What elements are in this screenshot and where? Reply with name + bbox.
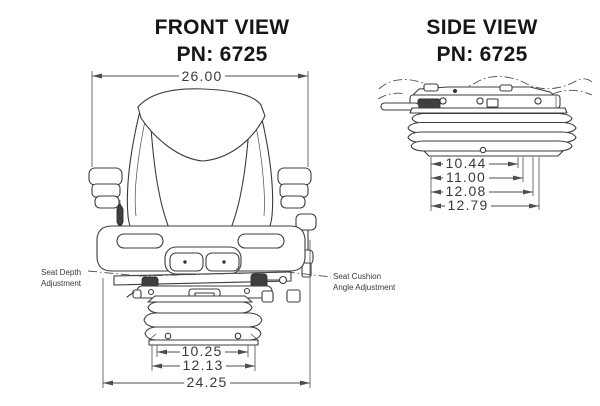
front-view-title: FRONT VIEW (155, 16, 290, 39)
side-view: SIDE VIEW PN: 6725 (377, 16, 594, 213)
base-slot-right (237, 233, 285, 249)
front-dim-mount-inner: 10.25 (156, 343, 249, 359)
adjustment-axis-leader (87, 270, 332, 278)
mount-hole-right (234, 332, 242, 340)
svg-text:Adjustment: Adjustment (41, 279, 82, 288)
side-dim-3-value: 12.08 (445, 183, 486, 199)
side-dim-1: 10.44 (430, 155, 519, 211)
base-plate-side (423, 146, 564, 157)
seat-rail-assembly (380, 83, 568, 114)
front-overall-width-value: 26.00 (181, 68, 222, 84)
armrest-right (277, 167, 312, 209)
front-view-part-number: PN: 6725 (176, 43, 267, 66)
side-dim-2-value: 11.00 (446, 169, 486, 185)
svg-text:Seat Cushion: Seat Cushion (333, 272, 381, 281)
cushion-angle-adjustment-label: Seat Cushion Angle Adjustment (333, 272, 396, 292)
front-dim-base-width: 24.25 (102, 240, 311, 390)
adjustment-rod-end (278, 275, 288, 285)
side-dim-1-value: 10.44 (445, 155, 486, 171)
base-slot-left (116, 233, 164, 249)
side-dim-2: 11.00 (431, 157, 524, 185)
side-dim-4: 12.79 (431, 157, 540, 213)
front-dim-overall-width: 26.00 (91, 68, 309, 167)
svg-text:Angle Adjustment: Angle Adjustment (333, 283, 396, 292)
front-dim-mount-outer: 12.13 (151, 345, 256, 373)
base-plate-front (148, 332, 259, 346)
bellows-front (143, 295, 263, 341)
side-view-title: SIDE VIEW (426, 16, 537, 39)
seat-headrest (137, 88, 266, 162)
seat-cushion-handle (164, 246, 242, 275)
bellows-side (407, 112, 577, 152)
armrest-pin-left (116, 203, 124, 230)
armrest-left (88, 167, 124, 230)
slide-lever (380, 102, 420, 111)
plate-hole (479, 146, 487, 154)
svg-text:Seat Depth: Seat Depth (41, 268, 81, 277)
front-base-width-value: 24.25 (186, 374, 227, 390)
suspension-mechanism (87, 270, 332, 303)
side-view-part-number: PN: 6725 (436, 43, 527, 66)
break-lines (377, 76, 594, 100)
left-release-lever (126, 291, 135, 298)
seat-depth-adjustment-label: Seat Depth Adjustment (41, 268, 82, 288)
front-view: FRONT VIEW PN: 6725 26.00 (41, 16, 396, 390)
front-mount-inner-value: 10.25 (181, 343, 222, 359)
mount-hole-left (164, 332, 172, 340)
side-dim-3: 12.08 (431, 157, 534, 199)
front-mount-outer-value: 12.13 (182, 357, 223, 373)
side-dim-4-value: 12.79 (447, 197, 488, 213)
